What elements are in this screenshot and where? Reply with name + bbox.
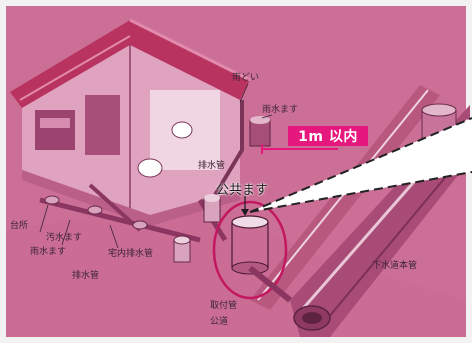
house <box>10 18 251 226</box>
rain-drain <box>203 100 271 223</box>
rain-basin-label: 雨水ます <box>262 105 299 115</box>
public-road-label: 公道 <box>210 317 229 327</box>
distance-dimension <box>261 144 338 154</box>
zoom-wedge <box>249 117 472 213</box>
roof-drain-label: 雨どい <box>232 73 260 83</box>
left-label-2: 汚水ます <box>46 233 83 243</box>
sewer-main-label: 下水道本管 <box>372 261 418 271</box>
left-label-3: 雨水ます <box>30 247 67 257</box>
connection-pipe-label: 取付管 <box>210 301 238 311</box>
drain-pipe-label: 排水管 <box>198 161 226 171</box>
bottom-label-2: 排水管 <box>72 271 100 281</box>
public-basin <box>212 200 292 303</box>
distance-callout: 1m 以内 <box>288 126 368 146</box>
bottom-label-1: 宅内排水管 <box>108 249 154 259</box>
distance-callout-label: 1m 以内 <box>298 129 358 145</box>
left-label-1: 台所 <box>10 221 29 231</box>
public-basin-label: 公共ます <box>216 183 269 198</box>
